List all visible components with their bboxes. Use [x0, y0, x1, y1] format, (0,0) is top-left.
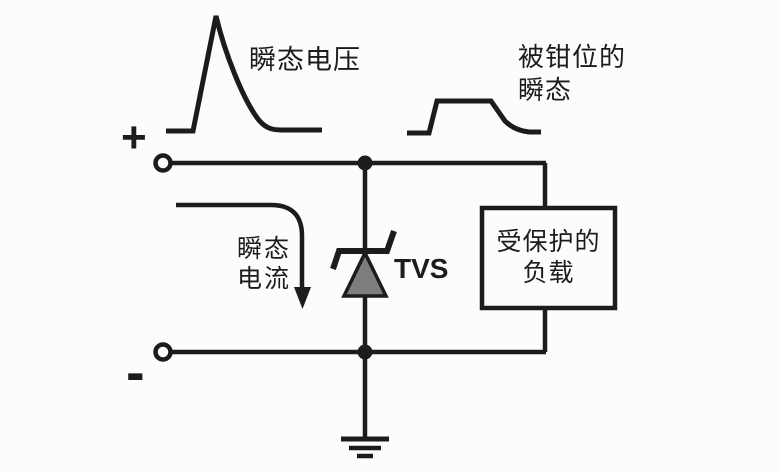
transient-current-label-line1: 瞬态: [237, 236, 292, 263]
bottom-junction-dot: [357, 344, 373, 360]
clamped-transient-label: 被钳位的 瞬态: [518, 41, 626, 107]
clamped-transient-label-line2: 瞬态: [518, 76, 573, 105]
protected-load-label: 受保护的 负载: [482, 208, 615, 308]
transient-voltage-spike-waveform-icon: [166, 15, 322, 134]
top-junction-dot: [357, 155, 373, 171]
ground-symbol-icon: [341, 436, 389, 459]
protected-load-label-line2: 负载: [522, 260, 575, 287]
transient-current-label-line2: 电流: [237, 266, 292, 293]
protected-load-label-line1: 受保护的: [496, 229, 601, 256]
tvs-diode-triangle-icon: [341, 249, 389, 298]
clamped-transient-waveform-icon: [407, 98, 541, 136]
transient-current-arrowhead-icon: [294, 287, 311, 309]
plus-sign: +: [121, 113, 147, 162]
transient-current-arrow: [176, 202, 305, 291]
transient-current-label: 瞬态 电流: [237, 235, 291, 295]
protected-load-box: [479, 205, 618, 311]
positive-terminal: [153, 153, 173, 173]
transient-voltage-label: 瞬态电压: [249, 45, 361, 75]
tvs-label: TVS: [394, 253, 449, 284]
minus-sign: -: [126, 340, 145, 403]
clamped-transient-label-line1: 被钳位的: [518, 43, 627, 72]
tvs-cathode-bar-icon: [330, 230, 397, 270]
negative-terminal: [153, 342, 173, 362]
